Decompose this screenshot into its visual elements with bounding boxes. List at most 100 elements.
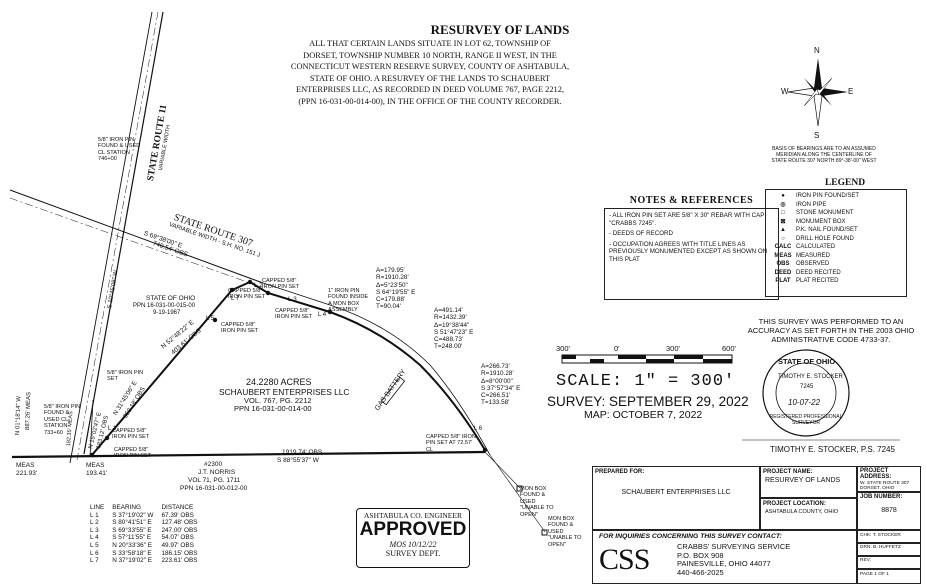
seal-number: 7245 [800,384,814,390]
prepared-for-label: PREPARED FOR: [595,469,645,475]
scale-text: SCALE: 1" = 300' [556,372,736,391]
pin-marker [327,309,333,315]
legend-symbol: ◎ [780,202,786,209]
legend-label: STONE MONUMENT [796,210,854,217]
legend-label: P.K. NAIL FOUND/SET [796,227,858,234]
compass-s-label: S [814,131,820,140]
meas-right-value: 193.41' [86,470,108,477]
pin-marker [212,317,218,323]
scale-bar [561,354,733,364]
mon-box-leader [484,451,521,489]
legend-symbol: CALC [774,244,792,251]
company-address2: PAINESVILLE, OHIO 44077 [677,559,771,568]
notes-box: - ALL IRON PIN SET ARE 5/8" X 30" REBAR … [604,208,779,300]
distance-cell: 223.61' OBS [161,557,198,565]
line-label-l2: L 2 [254,282,263,289]
project-address-value: W. STATE ROUTE 307 DORSET, OHIO [860,481,910,491]
scale-label-0: 0' [614,344,620,353]
legend-symbol: ▲ [780,227,786,234]
compass-n-label: N [814,46,820,55]
legend-label: DEED RECITED [796,269,841,276]
job-number-cell: JOB NUMBER: 8878 [857,492,921,530]
line-cell: L 5 [90,541,99,549]
note-item: - DEEDS OF RECORD [609,230,673,238]
pin-marker [229,287,235,293]
survey-date: SURVEY: SEPTEMBER 29, 2022 [547,394,749,409]
page-title: RESURVEY OF LANDS [430,22,570,37]
mon-box-note: 1" IRON PIN FOUND INSIDE A MON BOX ASSEM… [328,288,369,314]
gas-battery [380,376,406,406]
parcel-ppn: PPN 16-031-00-014-00 [234,404,312,413]
mon-box-marker [516,485,523,492]
prepared-for-value: SCHAUBERT ENTERPRISES LLC [621,489,731,496]
bearing-cell: S 37°19'02" W [112,511,154,519]
company-phone: 440-466-2025 [677,567,724,577]
legend-label: IRON PIPE [796,201,827,208]
north-neighbor-ppn: PPN 16-031-00-015-00 [133,303,196,309]
legend-box: ●IRON PIN FOUND/SET ◎IRON PIPE □STONE MO… [765,189,907,297]
line-label-l7: L 7 [231,296,240,302]
compass-e-label: E [848,87,854,96]
pin-marker [247,279,253,285]
parcel-owner: SCHAUBERT ENTERPRISES LLC [219,387,350,397]
pin-note-sr11: 5/8" IRON PIN FOUND & USED CL STATION 74… [98,137,141,163]
accuracy-note: THIS SURVEY WAS PERFORMED TO AN ACCURACY… [747,317,915,344]
company-name: CRABBS' SURVEYING SERVICE [677,542,791,551]
meas-right: MEAS [86,462,105,469]
distance-cell: 67.39' OBS [161,511,194,519]
company-logo: CSS [599,543,650,576]
legend-label: IRON PIN FOUND/SET [796,193,860,200]
legend-row: ○DRILL HOLE FOUND [770,235,902,244]
pin-marker [104,435,110,441]
job-number-value: 8878 [881,507,897,514]
distance-cell: 127.48' OBS [161,519,198,527]
sr307-line-north [9,189,264,284]
line-table-col: DISTANCE [161,504,194,511]
curve-3-data: A=266.73' R=1910.28' Δ=8°00'00" S 37°57'… [481,363,521,407]
note-item: - OCCUPATION AGREES WITH TITLE LINES AS … [609,240,768,263]
legal-description: ALL THAT CERTAIN LANDS SITUATE IN LOT 62… [290,39,570,106]
bearing-cell: S 57°11'55" E [112,534,152,542]
map-date: MAP: OCTOBER 7, 2022 [584,409,703,421]
capped-pin-note-1: CAPPED 5/8" IRON PIN SET [228,288,266,301]
capped-pin-note-3: CAPPED 5/8" IRON PIN SET [275,308,313,321]
seal-name: TIMOTHY E. STOCKER [778,374,843,380]
seal-state: STATE OF OHIO [778,357,836,366]
legend-label: MEASURED [796,252,831,259]
capped-pin-note-7: CAPPED 5/8" IRON PIN SET AT 72.57' CL [426,434,476,453]
surveyor-seal [762,349,850,437]
parcel-acres: 24.2280 ACRES [246,377,312,387]
legend-label: DRILL HOLE FOUND [796,235,854,242]
pin-note-sr11b: 5/8" IRON PIN FOUND & USED CL STATION 73… [44,404,81,436]
line-table-header: LINE BEARING DISTANCE [90,504,205,512]
contact-cell: FOR INQUIRIES CONCERNING THIS SURVEY CON… [592,530,857,584]
legend-row: □STONE MONUMENT [770,209,902,218]
mon-box-leader-2 [489,454,546,533]
bearing-basis-note: BASIS OF BEARINGS ARE TO AN ASSUMED MERI… [771,146,877,164]
line-label-l5: L 5 [206,316,215,322]
north-extension [89,399,94,458]
curve-1-data: A=179.95' R=1910.28' Δ=5°23'50" S 64°19'… [376,267,416,311]
inquiries-label: FOR INQUIRIES CONCERNING THIS SURVEY CON… [599,533,782,540]
south-boundary [11,450,486,459]
stamp-initials: MOS [389,540,406,549]
distance-cell: 186.15' OBS [161,549,198,557]
curve-2-data: A=491.14' R=1432.39' Δ=19°38'44" S 51°47… [434,307,474,351]
scale-label-300b: 300' [666,344,680,353]
seal-registered: REGISTERED PROFESSIONAL SURVEYOR [769,414,843,426]
pin-marker [482,447,488,453]
legend-symbol: ⊠ [780,219,786,226]
capped-pin-note-5: CAPPED 5/8" IRON PIN SET [112,428,150,441]
pin-marker [89,452,95,458]
project-address-cell: PROJECT ADDRESS: W. STATE ROUTE 307 DORS… [857,466,921,492]
south-neighbor-num: #2300 [204,461,223,468]
